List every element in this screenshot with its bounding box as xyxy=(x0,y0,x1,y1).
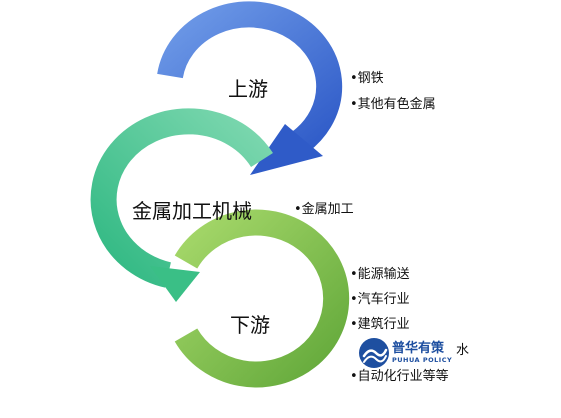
item-text: 其他有色金属 xyxy=(358,96,436,112)
upstream-arc xyxy=(157,1,343,153)
list-item: 水 xyxy=(456,343,469,358)
list-item: •金属加工 xyxy=(294,201,354,217)
downstream-items: •能源输送 •汽车行业 •建筑行业 水 •自动化行业等等 xyxy=(350,266,469,384)
item-text: 建筑行业 xyxy=(358,316,410,332)
bullet-glyph: • xyxy=(350,97,358,112)
downstream-arc-group: 下游 xyxy=(174,209,350,388)
bullet-glyph: • xyxy=(350,369,358,384)
logo-wave-icon xyxy=(362,348,388,358)
downstream-arc xyxy=(174,209,350,388)
item-text: 水 xyxy=(456,343,469,358)
list-item: •建筑行业 xyxy=(350,316,410,332)
logo-wave-icon xyxy=(363,355,387,363)
list-item: •能源输送 xyxy=(350,266,410,282)
logo-name-en: PUHUA POLICY xyxy=(392,356,452,364)
list-item: •汽车行业 xyxy=(350,291,410,307)
midstream-arc-group: 金属加工机械 xyxy=(90,108,273,302)
list-item: •钢铁 xyxy=(350,71,384,86)
bullet-glyph: • xyxy=(350,267,358,282)
midstream-arrowhead xyxy=(150,266,200,302)
upstream-arc-group: 上游 xyxy=(157,1,343,175)
item-text: 能源输送 xyxy=(358,266,410,282)
upstream-arrowhead xyxy=(250,124,323,175)
bullet-glyph: • xyxy=(350,317,358,332)
midstream-arc xyxy=(90,108,273,288)
item-text: 汽车行业 xyxy=(358,291,410,307)
watermark-logo: 普华有策 PUHUA POLICY xyxy=(359,338,452,368)
item-text: 自动化行业等等 xyxy=(358,368,449,384)
item-text: 钢铁 xyxy=(358,71,384,86)
upstream-label: 上游 xyxy=(228,77,268,101)
upstream-items: •钢铁 •其他有色金属 xyxy=(350,71,436,112)
midstream-label: 金属加工机械 xyxy=(132,199,252,223)
bullet-glyph: • xyxy=(294,202,302,217)
item-text: 金属加工 xyxy=(302,201,354,217)
list-item: •其他有色金属 xyxy=(350,96,436,112)
downstream-label: 下游 xyxy=(230,313,270,337)
logo-name-cn: 普华有策 xyxy=(392,340,445,356)
midstream-items: •金属加工 xyxy=(294,201,354,217)
list-item: •自动化行业等等 xyxy=(350,368,449,384)
bullet-glyph: • xyxy=(350,292,358,307)
bullet-glyph: • xyxy=(350,71,358,86)
